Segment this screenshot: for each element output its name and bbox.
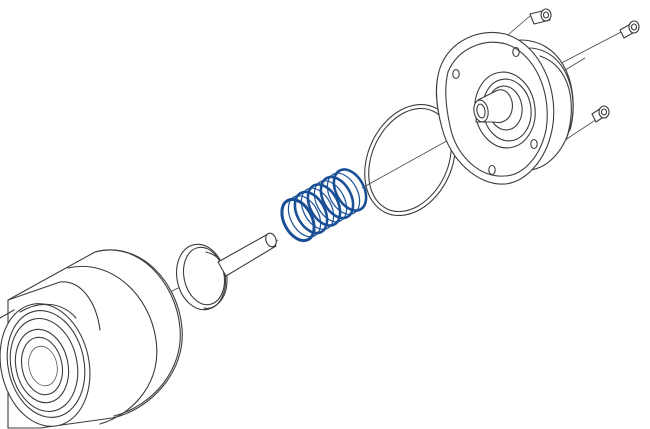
flange-cover (435, 31, 574, 185)
spring-coil (287, 195, 322, 238)
spring-coil (326, 172, 361, 215)
spring-coil (293, 190, 329, 235)
valve-body (0, 249, 183, 429)
o-ring (364, 103, 456, 217)
valve-stem (217, 232, 277, 277)
spring-coil (319, 175, 355, 220)
screw-top-left (529, 8, 552, 25)
screws (529, 8, 640, 123)
spring-coil (332, 168, 368, 212)
spring-end-coil (280, 197, 316, 243)
valve-disc (175, 243, 228, 311)
screw-bottom-right (591, 105, 610, 123)
spring-coil (300, 187, 335, 230)
spring-coil (313, 180, 348, 223)
spring-coil (306, 183, 342, 227)
screw-top-right (619, 20, 640, 39)
spring (280, 168, 368, 243)
